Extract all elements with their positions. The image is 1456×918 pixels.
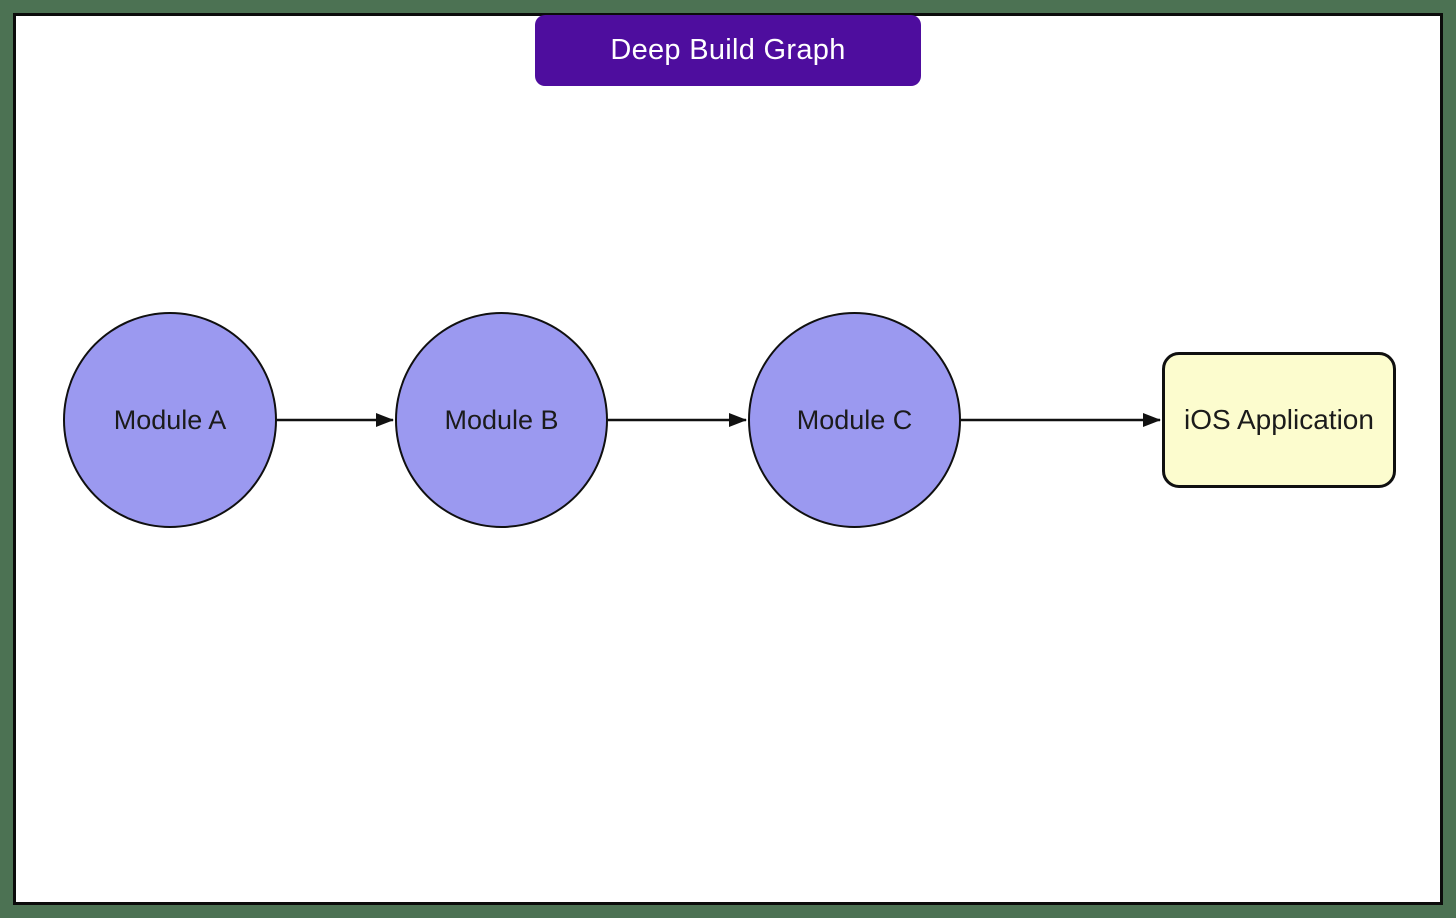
node-ios-application: iOS Application: [1162, 352, 1396, 488]
node-module-a-label: Module A: [113, 404, 227, 435]
node-module-c-label: Module C: [796, 404, 913, 435]
node-module-a: Module A: [63, 312, 277, 528]
node-ios-application-label: iOS Application: [1184, 404, 1374, 435]
diagram-title-label: Deep Build Graph: [610, 34, 846, 66]
node-module-c: Module C: [748, 312, 961, 528]
diagram-canvas: Deep Build Graph Module A Module B Modul…: [13, 13, 1443, 905]
node-module-b: Module B: [395, 312, 608, 528]
diagram-title: Deep Build Graph: [535, 15, 921, 86]
node-module-b-label: Module B: [444, 404, 559, 435]
